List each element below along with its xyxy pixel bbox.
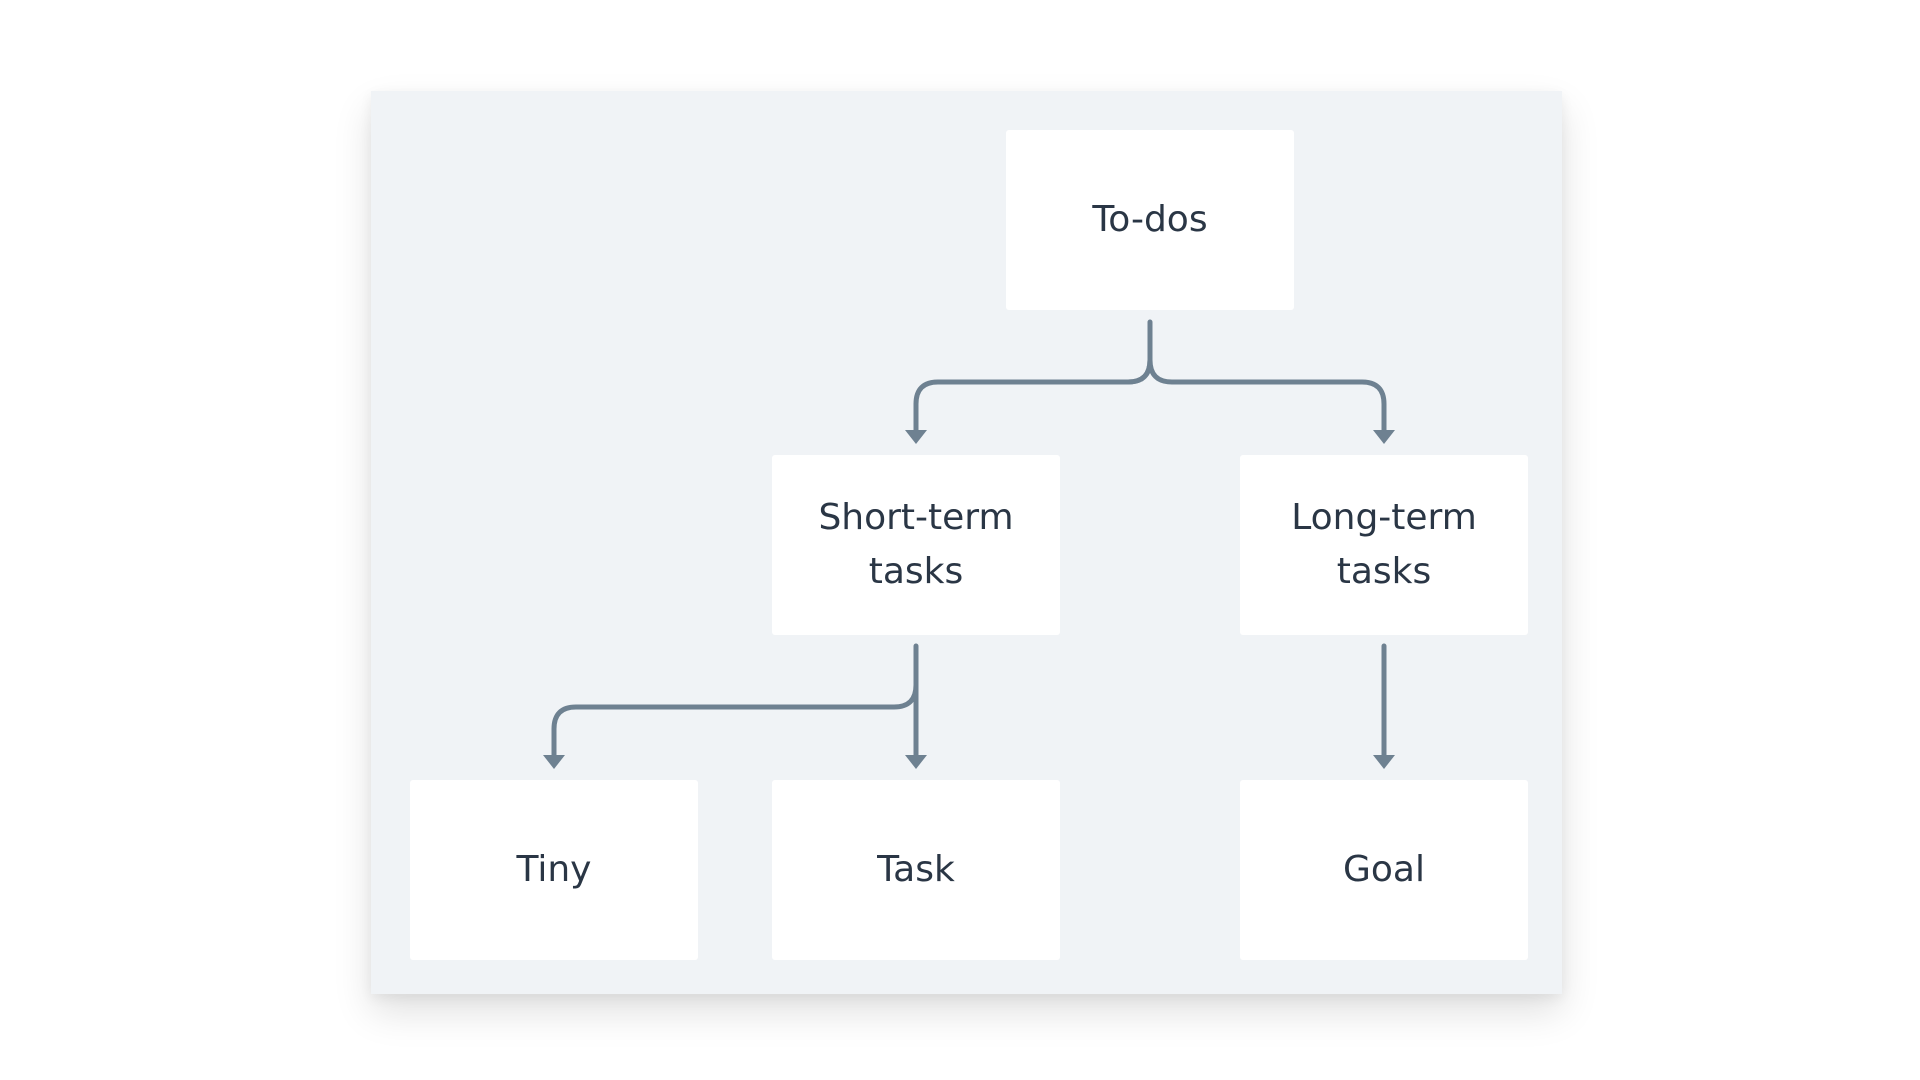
node-long-term-tasks-label: Long-term tasks bbox=[1291, 497, 1477, 592]
node-short-term-tasks[interactable]: Short-term tasks bbox=[772, 455, 1060, 635]
node-long-term-tasks[interactable]: Long-term tasks bbox=[1240, 455, 1528, 635]
node-task[interactable]: Task bbox=[772, 780, 1060, 960]
node-tiny-label: Tiny bbox=[516, 849, 592, 890]
node-goal[interactable]: Goal bbox=[1240, 780, 1528, 960]
node-short-term-tasks-label: Short-term tasks bbox=[818, 497, 1014, 592]
node-todos-label: To-dos bbox=[1092, 199, 1208, 240]
node-todos[interactable]: To-dos bbox=[1006, 130, 1294, 310]
node-task-label: Task bbox=[877, 849, 955, 890]
node-tiny[interactable]: Tiny bbox=[410, 780, 698, 960]
node-goal-label: Goal bbox=[1343, 849, 1425, 890]
